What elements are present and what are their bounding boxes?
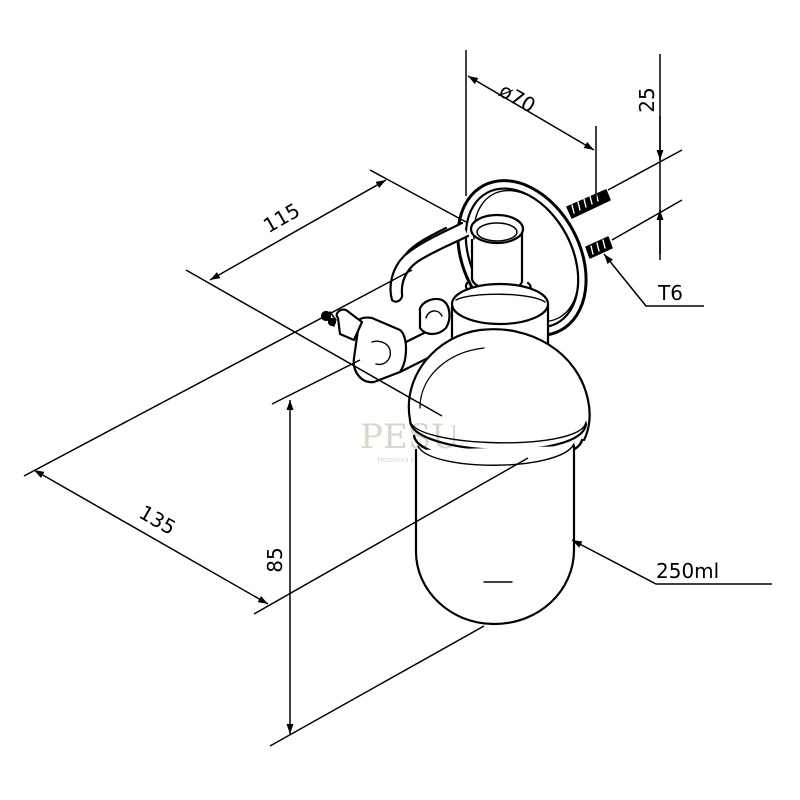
label-width: 135 (135, 500, 180, 540)
screw-upper (566, 189, 611, 219)
dim-line-depth (209, 179, 387, 281)
ext-line-screw-upper (607, 149, 683, 191)
ext-line-depth-front (185, 269, 443, 417)
ext-line-height-top (271, 359, 361, 405)
leader-screw-type (603, 253, 704, 307)
dim-line-plate-diameter (467, 75, 595, 151)
label-plate-diameter: ø70 (495, 78, 540, 118)
dimensions (23, 50, 772, 747)
leader-capacity (571, 539, 772, 585)
ext-line-height-bottom (269, 625, 485, 747)
support-arm (389, 221, 470, 303)
ext-line-width-rear (23, 269, 413, 477)
watermark-tagline: Hotelova koupelna (377, 456, 442, 464)
soap-dispenser (320, 179, 613, 626)
screw-lower (585, 236, 613, 259)
label-screw-spacing: 25 (635, 87, 659, 112)
glass-bottle (407, 328, 591, 626)
ext-line-depth-wall (369, 169, 467, 223)
ext-line-width-front (253, 457, 529, 615)
dim-line-width (33, 469, 269, 605)
label-depth: 115 (259, 198, 304, 238)
label-screw-type: T6 (657, 281, 683, 305)
pump-tower (464, 213, 532, 300)
label-height: 85 (263, 547, 287, 572)
ext-line-screw-lower (611, 199, 683, 241)
label-capacity: 250ml (656, 559, 719, 583)
